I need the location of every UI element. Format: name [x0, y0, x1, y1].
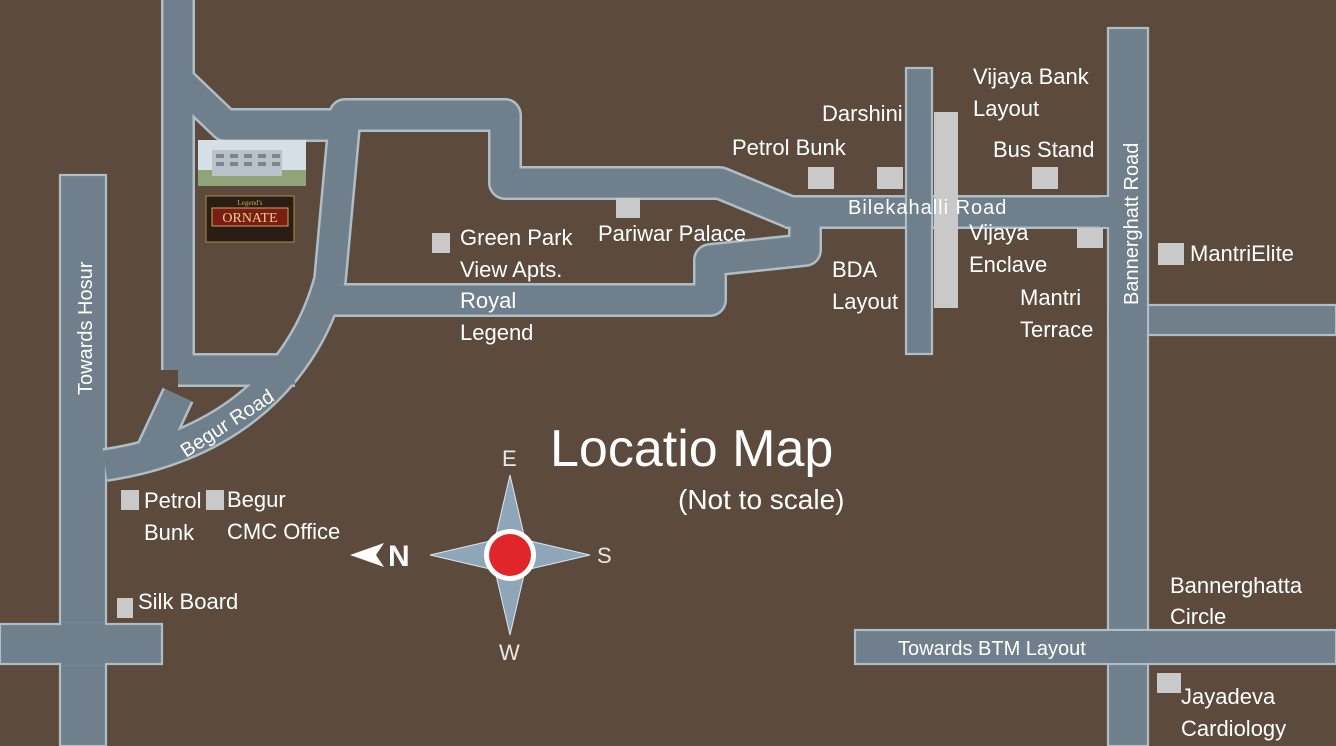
label-jayadeva-cardiology: Cardiology	[1181, 716, 1286, 741]
label-bda-layout: Layout	[832, 289, 898, 314]
landmark-markers	[117, 167, 1184, 693]
road-towards-btm	[853, 628, 1336, 666]
label-vijaya-enclave: Vijaya	[969, 220, 1029, 245]
marker-begur-cmc	[206, 490, 224, 510]
label-bannerghatta-circle-2: Circle	[1170, 604, 1226, 629]
label-bus-stand: Bus Stand	[993, 137, 1095, 162]
marker-mantri-elite	[1158, 243, 1184, 265]
logo-text-main: ORNATE	[222, 211, 277, 226]
label-royal: Royal	[460, 288, 516, 313]
label-green-park-apts: View Apts.	[460, 257, 562, 282]
road-bannerghatt-vertical	[1106, 26, 1150, 746]
compass-label-north: N	[388, 540, 410, 573]
map-subtitle: (Not to scale)	[678, 484, 845, 515]
compass-point-south	[529, 540, 591, 570]
marker-vijaya-enclave	[1077, 228, 1103, 248]
compass-center	[489, 534, 531, 576]
project-picture	[198, 140, 306, 186]
marker-silk-board	[117, 598, 133, 618]
marker-petrol-bunk-top	[808, 167, 834, 189]
compass-point-east	[495, 474, 525, 536]
label-vijaya-bank-layout: Layout	[973, 96, 1039, 121]
label-jayadeva: Jayadeva	[1181, 684, 1276, 709]
marker-jayadeva	[1157, 673, 1181, 693]
road-label-towards-btm: Towards BTM Layout	[898, 638, 1086, 660]
label-darshini: Darshini	[822, 101, 903, 126]
label-mantri-elite: MantriElite	[1190, 241, 1294, 266]
project-logo: Legend's ORNATE	[205, 195, 295, 243]
logo-text-top: Legend's	[238, 199, 263, 207]
road-begur-area	[102, 0, 1120, 482]
marker-darshini	[877, 167, 903, 189]
map-title: Locatio Map	[550, 420, 833, 478]
label-vijaya-enclave-2: Enclave	[969, 252, 1047, 277]
north-arrow-icon	[350, 543, 384, 567]
label-petrol: Petrol	[144, 488, 201, 513]
marker-green-park	[432, 233, 450, 253]
road-label-towards-hosur: Towards Hosur	[75, 261, 97, 395]
bda-building-strip	[934, 112, 958, 308]
road-label-bannerghatt: Bannerghatt Road	[1121, 143, 1143, 305]
label-green-park: Green Park	[460, 225, 573, 250]
label-vijaya-bank: Vijaya Bank	[973, 64, 1090, 89]
label-bannerghatta-circle: Bannerghatta	[1170, 573, 1303, 598]
compass-rose: N E W S	[350, 446, 612, 665]
label-bunk: Bunk	[144, 520, 195, 545]
marker-bus-stand	[1032, 167, 1058, 189]
label-cmc-office: CMC Office	[227, 519, 340, 544]
marker-pariwar-palace	[616, 198, 640, 218]
compass-point-west	[495, 574, 525, 636]
label-pariwar-palace: Pariwar Palace	[598, 221, 746, 246]
label-legend: Legend	[460, 320, 533, 345]
label-mantri-terrace-2: Terrace	[1020, 317, 1093, 342]
label-petrol-bunk-top: Petrol Bunk	[732, 135, 847, 160]
compass-point-north	[429, 540, 491, 570]
compass-label-east: E	[502, 446, 517, 471]
compass-label-south: S	[597, 543, 612, 568]
label-silk-board: Silk Board	[138, 589, 238, 614]
road-east-branch	[1146, 303, 1336, 337]
label-mantri-terrace: Mantri	[1020, 285, 1081, 310]
compass-label-west: W	[499, 640, 520, 665]
road-label-bilekahalli: Bilekahalli Road	[848, 197, 1007, 219]
label-begur: Begur	[227, 487, 286, 512]
label-bda: BDA	[832, 257, 878, 282]
marker-petrol-bunk-bottom	[121, 490, 139, 510]
